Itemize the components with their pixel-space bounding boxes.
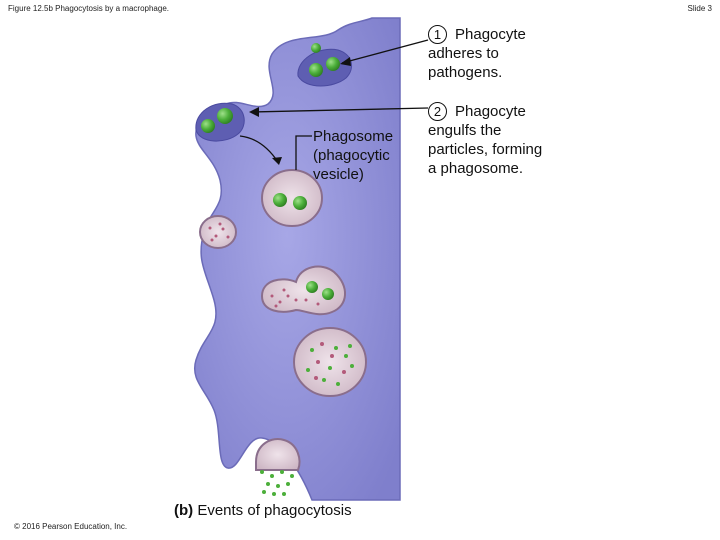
bacterium xyxy=(326,57,340,71)
lysosome xyxy=(199,215,237,249)
figure-title: Figure 12.5b Phagocytosis by a macrophag… xyxy=(8,4,169,13)
macrophage-cell xyxy=(193,17,401,501)
bacterium xyxy=(309,63,323,77)
pointer-arrows xyxy=(239,39,429,170)
caption-text: Events of phagocytosis xyxy=(197,502,352,519)
bacterium xyxy=(273,193,287,207)
expelled-debris xyxy=(260,470,294,496)
phagosome xyxy=(261,169,323,227)
exocytosis-pocket xyxy=(255,438,301,471)
lysosome-enzymes xyxy=(208,222,230,242)
bacterium xyxy=(217,108,233,124)
bacterium xyxy=(311,43,321,53)
arrowheads xyxy=(249,57,351,165)
step2-arrow xyxy=(251,107,429,113)
caption-part: (b) xyxy=(174,502,194,519)
figure-caption: (b) Events of phagocytosis xyxy=(174,502,352,519)
step-1-number: 1 xyxy=(428,25,447,44)
phagosome-label: Phagosome (phagocytic vesicle) xyxy=(313,128,394,183)
copyright: © 2016 Pearson Education, Inc. xyxy=(14,522,128,531)
bacterium xyxy=(201,119,215,133)
digested-material xyxy=(306,342,354,386)
digestive-enzymes xyxy=(270,288,320,308)
slide-number: Slide 3 xyxy=(687,4,712,13)
digestion-vesicle xyxy=(293,327,367,397)
bacterium xyxy=(293,196,307,210)
phagolysosome xyxy=(260,265,346,316)
adhesion-pocket xyxy=(297,48,353,87)
bacterium xyxy=(306,281,318,293)
bacterium xyxy=(322,288,334,300)
step-2-number: 2 xyxy=(428,102,447,121)
step1-arrow xyxy=(341,39,429,64)
phagosome-leader xyxy=(295,135,312,170)
